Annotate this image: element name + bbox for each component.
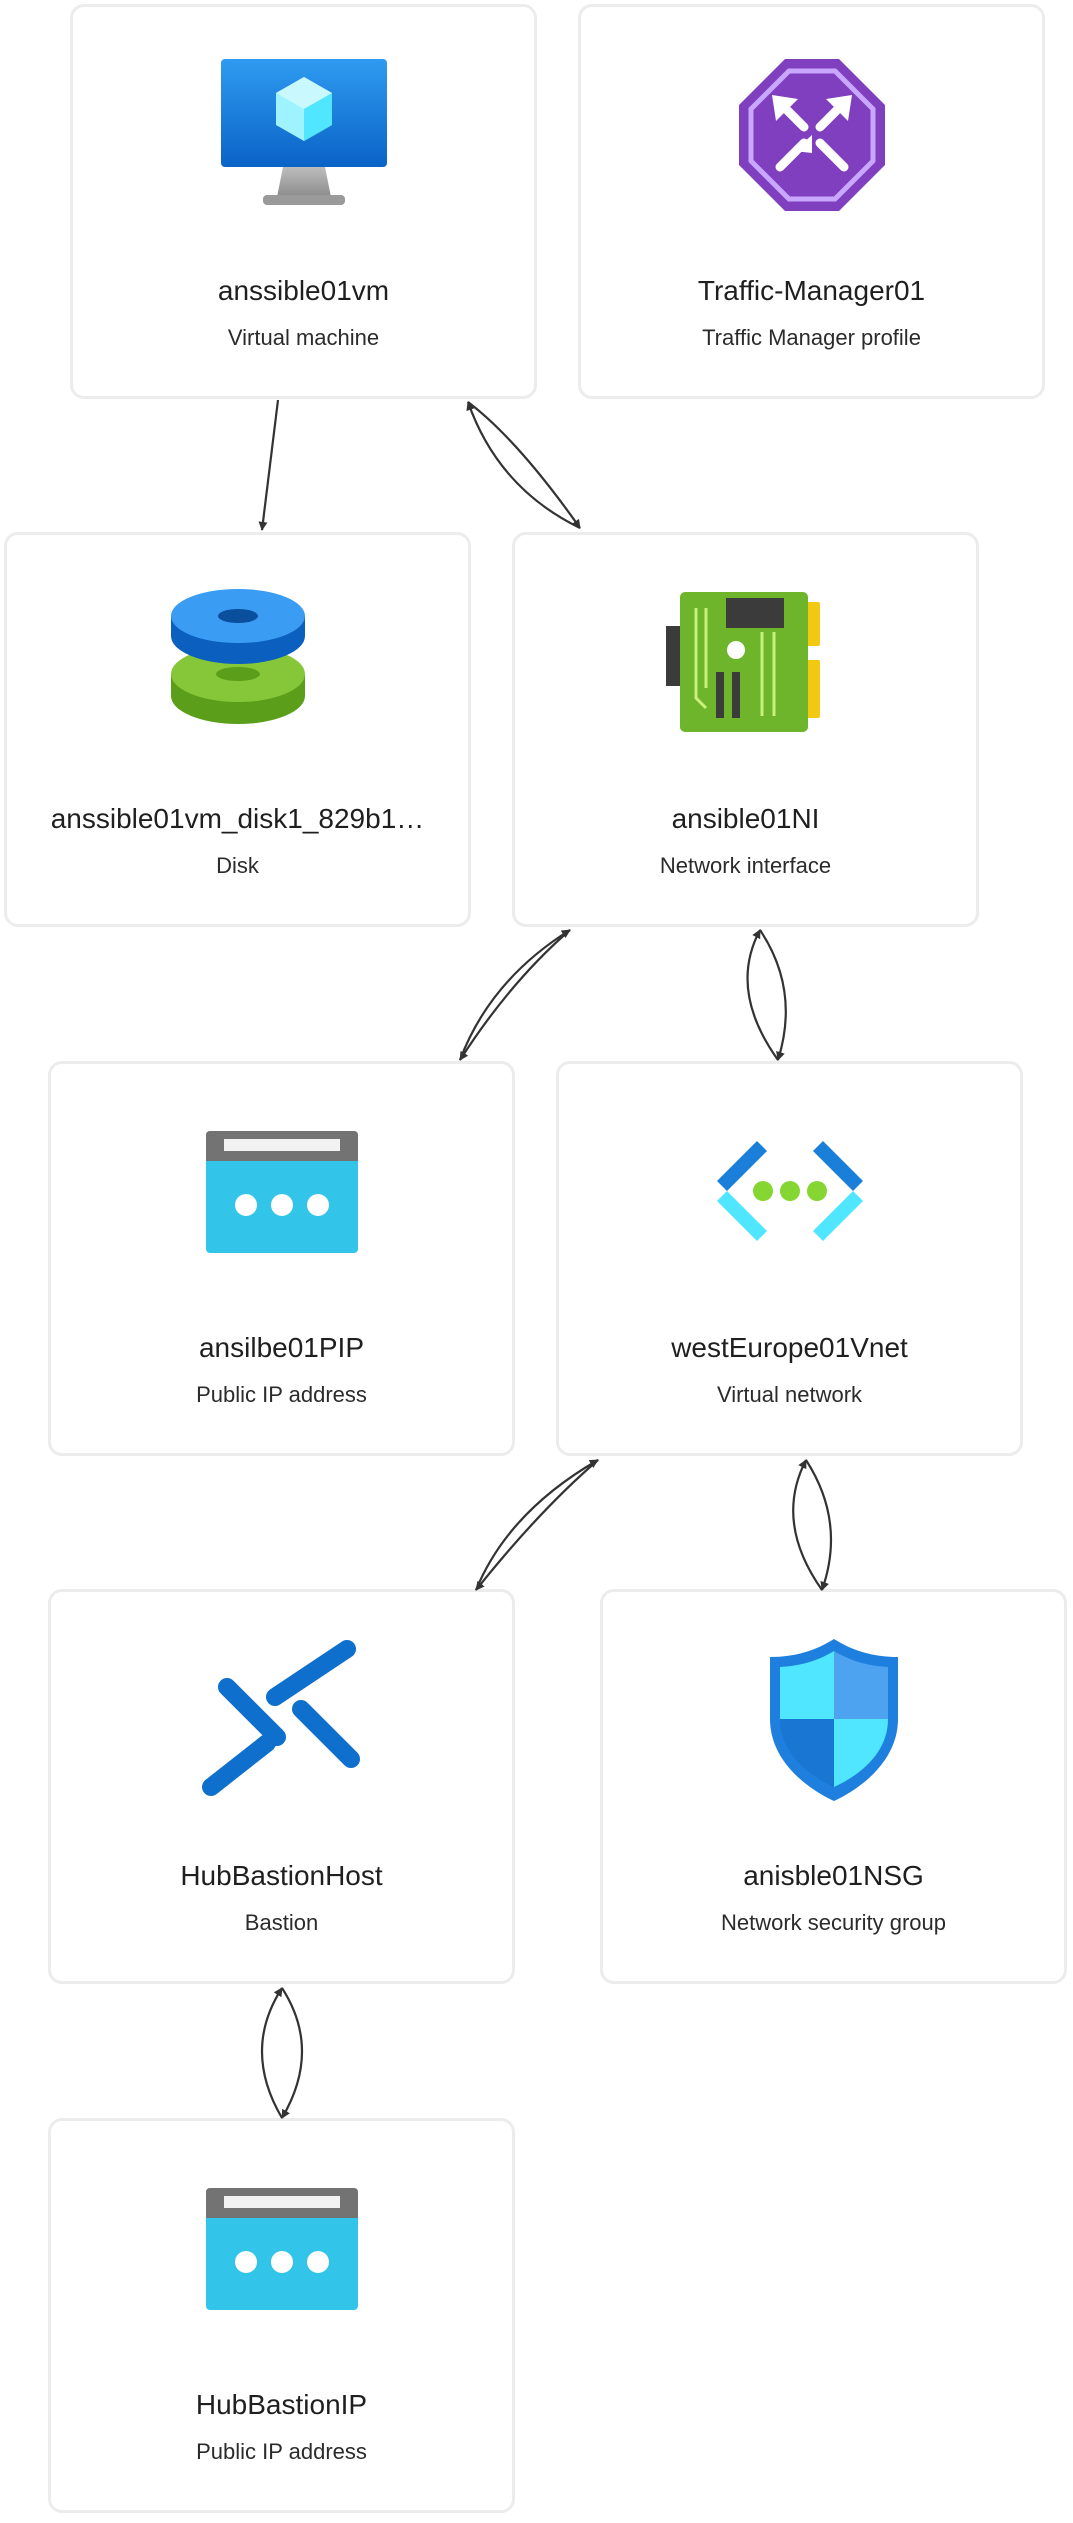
node-card-bastion[interactable]: HubBastionHost Bastion	[48, 1589, 515, 1984]
edge-nsg-vnet	[792, 1459, 823, 1591]
node-type: Bastion	[244, 1910, 319, 1935]
network-security-group-icon	[603, 1639, 1064, 1801]
node-type: Public IP address	[196, 1382, 367, 1407]
node-card-virtual-network[interactable]: westEurope01Vnet Virtual network	[556, 1061, 1023, 1456]
public-ip-icon	[51, 2169, 512, 2329]
node-name: HubBastionIP	[195, 2389, 368, 2420]
node-type: Network security group	[721, 1910, 946, 1935]
node-name: ansible01NI	[671, 803, 820, 834]
node-card-vm[interactable]: anssible01vm Virtual machine	[70, 4, 537, 399]
node-card-network-security-group[interactable]: anisble01NSG Network security group	[600, 1589, 1067, 1984]
node-name: anssible01vm_disk1_829b1…	[50, 803, 425, 834]
node-name: ansilbe01PIP	[198, 1332, 364, 1363]
edge-vm-nic	[467, 401, 581, 529]
edge-bastion-ip	[281, 1987, 303, 2119]
node-type: Virtual network	[716, 1382, 863, 1407]
node-type: Network interface	[659, 853, 832, 878]
edge-nic-vnet	[759, 929, 787, 1061]
edge-ip-bastion	[261, 1987, 283, 2119]
node-card-network-interface[interactable]: ansible01NI Network interface	[512, 532, 979, 927]
node-name: Traffic-Manager01	[697, 275, 926, 306]
virtual-machine-icon	[73, 55, 534, 215]
node-name: westEurope01Vnet	[671, 1332, 908, 1363]
network-interface-icon	[515, 583, 976, 743]
edge-vnet-nsg	[805, 1459, 832, 1591]
edge-nic-vm	[466, 401, 581, 529]
disk-icon	[7, 583, 468, 743]
traffic-manager-icon	[581, 55, 1042, 215]
node-name: HubBastionHost	[180, 1860, 383, 1891]
bastion-icon	[51, 1640, 512, 1800]
node-type: Traffic Manager profile	[702, 325, 921, 350]
node-card-public-ip[interactable]: ansilbe01PIP Public IP address	[48, 1061, 515, 1456]
virtual-network-icon	[559, 1112, 1020, 1272]
edge-nic-pip	[459, 929, 571, 1061]
node-type: Disk	[216, 853, 259, 878]
edge-bastion-vnet	[474, 1459, 599, 1591]
node-name: anisble01NSG	[743, 1860, 924, 1891]
edge-vnet-bastion	[475, 1459, 599, 1591]
edge-vm-disk	[258, 399, 280, 531]
node-name: anssible01vm	[217, 275, 390, 306]
node-card-disk[interactable]: anssible01vm_disk1_829b1… Disk	[4, 532, 471, 927]
node-type: Public IP address	[196, 2439, 367, 2464]
node-type: Virtual machine	[227, 325, 380, 350]
edge-pip-nic	[458, 929, 571, 1061]
edge-vnet-nic	[746, 929, 779, 1061]
public-ip-icon	[51, 1112, 512, 1272]
node-card-bastion-public-ip[interactable]: HubBastionIP Public IP address	[48, 2118, 515, 2513]
node-card-traffic-manager[interactable]: Traffic-Manager01 Traffic Manager profil…	[578, 4, 1045, 399]
